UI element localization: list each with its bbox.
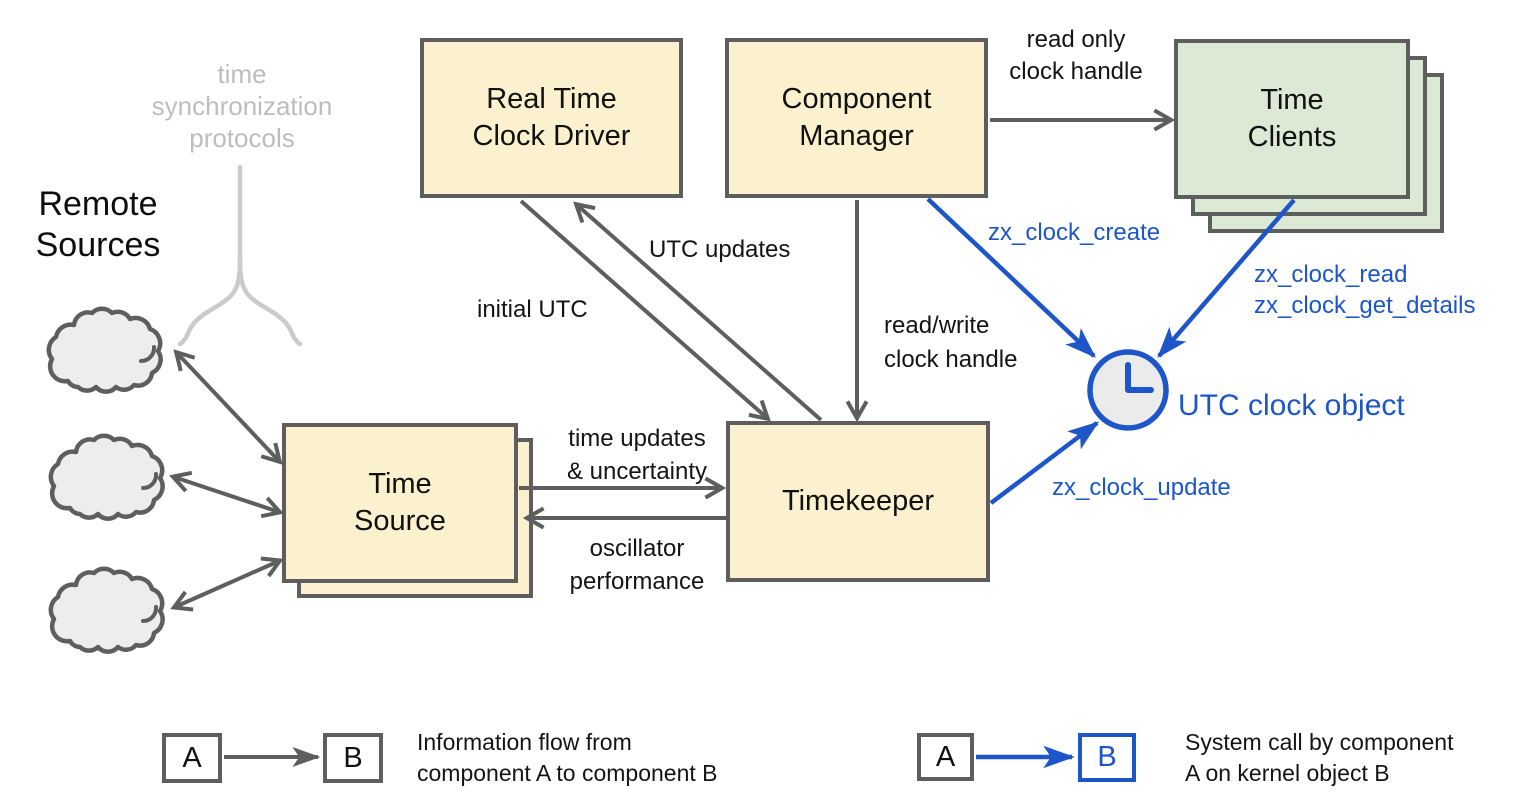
node-timekeeper: Timekeeper [726,421,990,582]
node-label: Component [781,83,932,115]
protocols-note: time synchronization protocols [151,59,333,153]
edge-label-zx-clock-read: zx_clock_read [1254,261,1408,288]
node-label: Source [354,505,446,537]
node-label: Time [368,468,432,500]
arrow-cloud1-timesource [173,349,283,465]
edge-label-zx-clock-create: zx_clock_create [988,219,1161,246]
remote-sources-label: Remote Sources [35,185,161,264]
legend-info-flow-box-a: A [162,733,222,783]
utc-clock-object-label: UTC clock object [1178,389,1405,422]
arrow-timekeeper-clock [989,421,1100,505]
edge-label-initial-utc: initial UTC [477,296,588,323]
cloud-icon [49,309,161,392]
legend-syscall-text: System call by component A on kernel obj… [1185,729,1454,786]
legend-syscall-box-b: B [1078,733,1136,782]
edge-label-zx-clock-update: zx_clock_update [1052,474,1231,501]
cloud-icon [51,436,163,519]
node-component-manager: Component Manager [725,38,988,198]
edge-label-read-write-clock-handle: read/write clock handle [884,312,1018,373]
arrow-rtcdriver-timekeeper [519,199,771,422]
protocols-brace-icon [177,164,303,347]
legend-info-flow-text: Information flow from component A to com… [417,729,718,786]
edge-label-time-updates-uncertainty: time updates & uncertainty [566,425,708,485]
node-time-source: Time Source [282,423,518,583]
edge-label-read-only-clock-handle: read only clock handle [1009,26,1143,85]
legend-syscall-box-a: A [917,733,974,781]
node-label: Time [1260,84,1324,116]
edge-label-oscillator-performance: oscillator performance [569,535,705,595]
node-label: Clients [1247,121,1337,153]
clock-icon [1087,349,1169,431]
node-label: Manager [799,120,914,152]
node-time-clients: Time Clients [1174,39,1410,199]
arrow-timeclients-clock [1157,198,1296,359]
arrow-timekeeper-rtcdriver [573,201,823,422]
arrow-cloud2-timesource [169,470,284,519]
edge-label-utc-updates: UTC updates [649,236,791,263]
cloud-icon [51,569,163,652]
edge-label-zx-clock-get-details: zx_clock_get_details [1254,292,1476,319]
arrow-componentmanager-clock [926,197,1096,358]
legend-info-flow-box-b: B [323,733,383,783]
node-label: Clock Driver [472,120,631,152]
node-label: Real Time [486,83,617,115]
node-real-time-clock-driver: Real Time Clock Driver [420,38,683,198]
arrow-cloud3-timesource [170,556,284,612]
node-label: Timekeeper [781,485,935,517]
